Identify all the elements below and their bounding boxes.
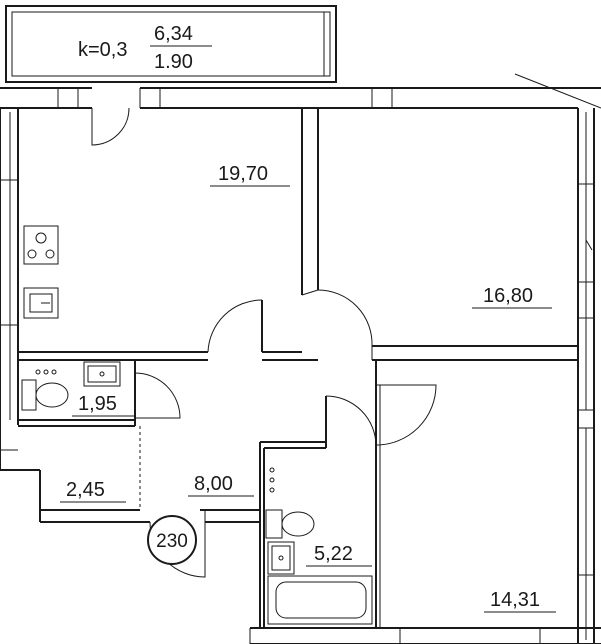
bathroom-fittings xyxy=(269,467,275,493)
bathroom-toilet-icon xyxy=(265,509,315,539)
entrance-height-marker: 230 xyxy=(147,515,197,565)
bedroom-large-area: 16,80 xyxy=(483,285,533,307)
bathroom-door xyxy=(325,395,377,447)
stove-icon xyxy=(23,225,59,265)
bathtub-icon xyxy=(267,575,373,625)
kitchen-living-area: 19,70 xyxy=(218,163,268,185)
balcony-door xyxy=(91,107,130,146)
toilet-icon xyxy=(21,369,69,411)
fixtures xyxy=(21,225,373,625)
toilet-area: 1,95 xyxy=(78,393,117,415)
washbasin-icon xyxy=(83,361,121,387)
outer-walls xyxy=(0,73,601,644)
balcony xyxy=(5,5,337,83)
bedroom-small-area: 14,31 xyxy=(490,589,540,611)
bedroom-door xyxy=(317,289,373,347)
hall-area: 8,00 xyxy=(194,473,233,495)
bathroom-area: 5,22 xyxy=(314,543,353,565)
balcony-coefficient: k=0,3 xyxy=(78,39,127,61)
bathroom-sink-icon xyxy=(267,541,295,575)
area-underlines xyxy=(60,45,556,613)
entrance-height-label: 230 xyxy=(156,531,188,552)
balcony-area: 6,34 xyxy=(154,23,193,45)
storage-area: 2,45 xyxy=(66,479,105,501)
toilet-door xyxy=(134,372,181,419)
small-bedroom-door xyxy=(375,384,437,446)
balcony-reduced-area: 1.90 xyxy=(154,51,193,73)
kitchen-door xyxy=(207,299,263,353)
kitchen-sink-icon xyxy=(23,287,59,319)
